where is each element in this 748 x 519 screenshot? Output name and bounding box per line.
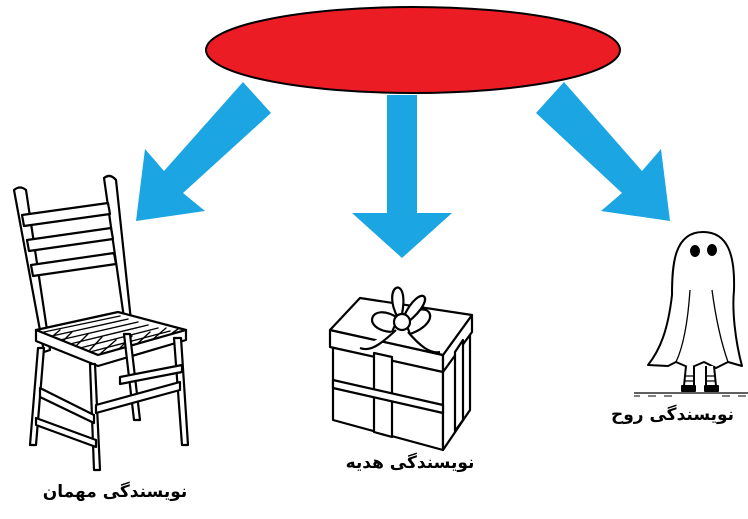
arrow-to-gift	[352, 95, 452, 258]
label-ghost-writing: نویسندگی روح	[600, 405, 745, 425]
label-gift-writing: نویسندگی هدیه	[335, 453, 485, 473]
central-hub-ellipse	[206, 7, 620, 93]
label-guest-writing: نویسندگی مهمان	[40, 482, 190, 502]
arrow-to-ghost	[536, 82, 670, 221]
ghost-icon	[634, 232, 748, 396]
chair-icon	[14, 176, 188, 470]
arrow-to-guest	[136, 82, 271, 221]
gift-box-icon	[330, 288, 472, 450]
